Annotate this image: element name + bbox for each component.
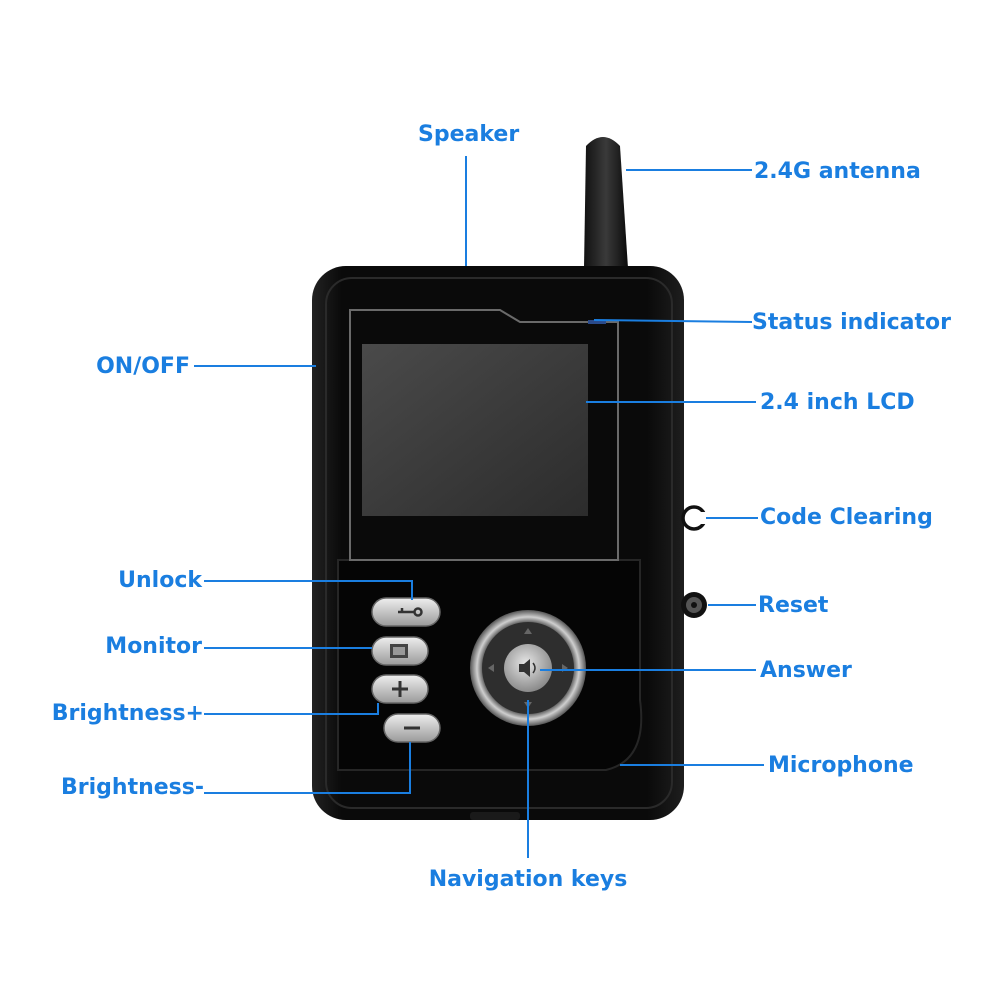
label-antenna: 2.4G antenna bbox=[754, 159, 921, 184]
label-microphone: Microphone bbox=[768, 753, 914, 778]
unlock-button[interactable] bbox=[371, 597, 441, 627]
label-brightness-plus: Brightness+ bbox=[51, 701, 204, 726]
speaker-icon bbox=[519, 659, 536, 677]
leader-lines bbox=[194, 156, 764, 858]
navigation-pad[interactable] bbox=[470, 610, 586, 726]
label-speaker: Speaker bbox=[418, 122, 520, 147]
label-brightness-minus: Brightness- bbox=[61, 775, 204, 800]
label-reset: Reset bbox=[758, 593, 829, 618]
monitor-button[interactable] bbox=[371, 636, 429, 666]
label-on-off: ON/OFF bbox=[96, 354, 190, 379]
label-monitor: Monitor bbox=[105, 634, 202, 659]
key-icon bbox=[398, 607, 423, 617]
picture-icon bbox=[390, 644, 408, 658]
label-unlock: Unlock bbox=[118, 568, 202, 593]
antenna bbox=[584, 137, 628, 268]
label-status-indicator: Status indicator bbox=[752, 310, 951, 335]
plus-icon bbox=[392, 681, 408, 697]
reset-icon bbox=[681, 592, 707, 618]
label-lcd: 2.4 inch LCD bbox=[760, 390, 915, 415]
label-navigation-keys: Navigation keys bbox=[428, 867, 628, 892]
label-answer: Answer bbox=[760, 658, 852, 683]
status-indicator-light bbox=[588, 320, 606, 324]
lcd-screen bbox=[349, 309, 619, 561]
brightness-plus-button[interactable] bbox=[371, 674, 429, 704]
label-code-clearing: Code Clearing bbox=[760, 505, 933, 530]
code-clearing-icon bbox=[681, 505, 708, 531]
brightness-minus-button[interactable] bbox=[383, 713, 441, 743]
